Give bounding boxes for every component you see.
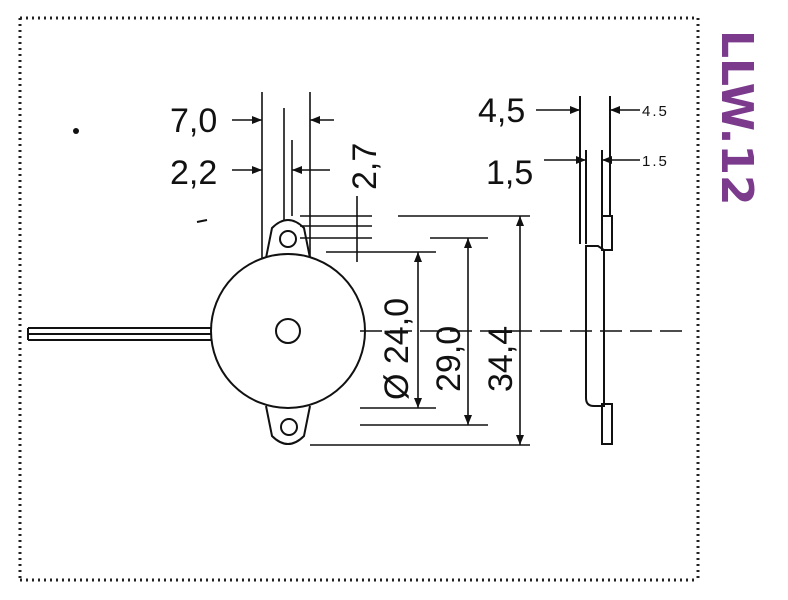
dim-thickness-total: 4,5: [478, 92, 525, 130]
dim-overall-height: 34,4: [482, 326, 520, 392]
dim-thickness-total-small: 4.5: [642, 103, 669, 120]
buzzer-body: [210, 253, 366, 409]
top-mounting-lug: [265, 219, 311, 259]
bottom-mounting-hole: [280, 418, 298, 436]
front-view: [27, 219, 366, 445]
part-code-label: LLW.12: [711, 30, 762, 206]
dim-thickness-body: 1,5: [486, 154, 533, 192]
side-dimension-lines: [536, 109, 640, 161]
side-view: [579, 96, 613, 445]
top-mounting-hole: [279, 230, 297, 248]
side-bottom-lug: [601, 403, 613, 445]
dim-width-inner: 2,2: [170, 154, 217, 192]
side-top-lug: [601, 215, 613, 251]
center-hole: [275, 318, 301, 344]
stray-mark: [196, 219, 208, 223]
arrowheads: [252, 106, 620, 445]
bottom-mounting-lug: [265, 405, 311, 445]
dim-width-outer: 7,0: [170, 102, 217, 140]
stray-dot: [73, 128, 79, 134]
dim-hole-offset: 2,7: [346, 143, 384, 190]
dim-body-diameter: Ø 24,0: [378, 298, 416, 400]
lead-wires: [27, 327, 214, 341]
side-body: [585, 245, 605, 407]
dim-hole-spacing: 29,0: [430, 326, 468, 392]
drawing-frame: [18, 16, 700, 582]
dim-thickness-body-small: 1.5: [642, 153, 669, 170]
